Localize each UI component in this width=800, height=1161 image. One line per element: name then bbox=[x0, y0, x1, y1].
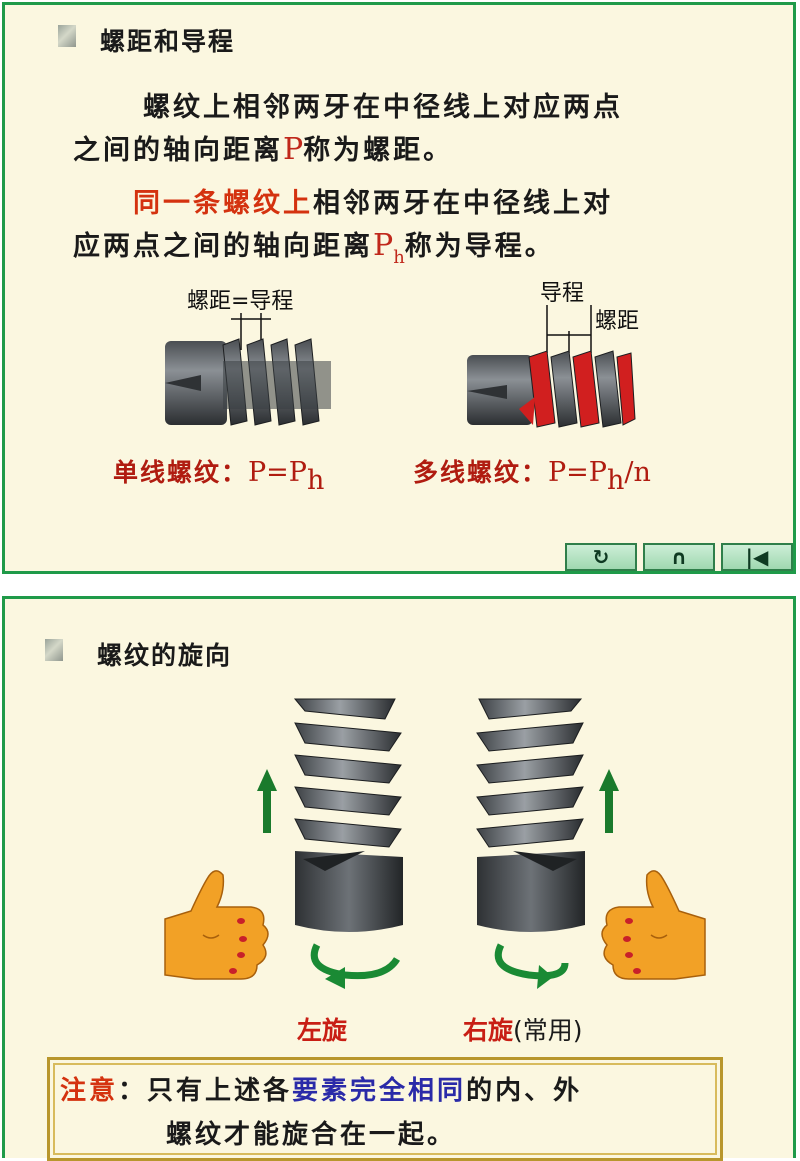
text-segment: 应两点之间的轴向距离 bbox=[73, 231, 373, 262]
formula-subscript: h bbox=[606, 465, 625, 496]
rotate-arrow-icon bbox=[494, 943, 569, 980]
text-segment: 称为导程。 bbox=[404, 231, 555, 262]
slide-heading: 螺距和导程 bbox=[100, 27, 236, 56]
rotate-arrowhead bbox=[537, 965, 553, 989]
bullet-icon bbox=[45, 639, 63, 661]
slide-thread-direction: 螺纹的旋向 bbox=[2, 596, 796, 1161]
lead-label: 导程 bbox=[540, 281, 585, 306]
nav-return-button[interactable]: ∩ bbox=[643, 543, 715, 571]
thread-direction-illustration bbox=[164, 698, 706, 989]
single-start-screw-diagram bbox=[165, 313, 331, 426]
text-segment: 只有上述各 bbox=[147, 1076, 293, 1106]
emphasis-text: 要素完全相同 bbox=[292, 1076, 467, 1106]
note-label: 注意 bbox=[60, 1076, 119, 1106]
formula-label: 单线螺纹： bbox=[113, 458, 249, 487]
thumbs-up-hand-icon bbox=[164, 870, 269, 980]
symbol-p: P bbox=[373, 228, 394, 263]
left-hand-screw bbox=[293, 698, 403, 932]
slide-pitch-and-lead: 螺距和导程 螺纹上相邻两牙在中径线上对应两点 之间的轴向距离P称为螺距。 同一条… bbox=[2, 2, 796, 574]
arrow-up-icon bbox=[599, 769, 619, 833]
multi-start-formula: 多线螺纹：P=Ph/n bbox=[413, 453, 651, 496]
single-start-formula: 单线螺纹：P=Ph bbox=[113, 453, 324, 496]
pitch-definition-line-2: 之间的轴向距离P称为螺距。 bbox=[73, 128, 453, 167]
pitch-definition-line-1: 螺纹上相邻两牙在中径线上对应两点 bbox=[143, 92, 623, 123]
pitch-symbol: P bbox=[283, 132, 304, 167]
right-hand-caption: 右旋(常用) bbox=[463, 1011, 583, 1047]
right-hand-label: 右旋 bbox=[463, 1016, 514, 1045]
bullet-icon bbox=[58, 25, 76, 47]
symbol-subscript: h bbox=[393, 247, 405, 268]
thumbs-up-hand-icon bbox=[601, 870, 706, 980]
formula-expression: P=P bbox=[548, 457, 607, 488]
highlight-text: 同一条螺纹上 bbox=[133, 188, 313, 219]
text-segment: 相邻两牙在中径线上对 bbox=[313, 188, 613, 219]
lead-symbol: Ph bbox=[373, 228, 405, 268]
text-segment: 的内、外 bbox=[466, 1076, 583, 1106]
formula-label: 多线螺纹： bbox=[413, 458, 549, 487]
slide-heading: 螺纹的旋向 bbox=[97, 641, 233, 670]
formula-tail: /n bbox=[624, 457, 651, 488]
common-note: (常用) bbox=[513, 1016, 583, 1045]
nav-first-button[interactable]: |◀ bbox=[721, 543, 793, 571]
note-line-2: 螺纹才能旋合在一起。 bbox=[166, 1120, 457, 1150]
note-colon: ： bbox=[118, 1076, 148, 1106]
lead-definition-line-1: 同一条螺纹上相邻两牙在中径线上对 bbox=[133, 181, 613, 220]
lead-definition-line-2: 应两点之间的轴向距离Ph称为导程。 bbox=[73, 224, 555, 268]
note-line-1: 注意：只有上述各要素完全相同的内、外 bbox=[60, 1070, 582, 1107]
formula-subscript: h bbox=[306, 465, 325, 496]
right-hand-screw bbox=[476, 698, 585, 932]
left-hand-caption: 左旋 bbox=[297, 1016, 348, 1045]
nav-back-button[interactable]: ↻ bbox=[565, 543, 637, 571]
rotate-arrow-icon bbox=[310, 943, 400, 980]
multi-start-screw-diagram bbox=[467, 305, 636, 428]
text-segment: 称为螺距。 bbox=[303, 135, 454, 166]
text-segment: 之间的轴向距离 bbox=[73, 135, 283, 166]
arrow-up-icon bbox=[257, 769, 277, 833]
pitch-label: 螺距 bbox=[595, 309, 640, 334]
formula-expression: P=P bbox=[248, 457, 307, 488]
note-box: 注意：只有上述各要素完全相同的内、外 螺纹才能旋合在一起。 bbox=[47, 1057, 723, 1161]
rotate-arrowhead bbox=[325, 967, 345, 989]
pitch-equals-lead-label: 螺距=导程 bbox=[187, 289, 294, 314]
